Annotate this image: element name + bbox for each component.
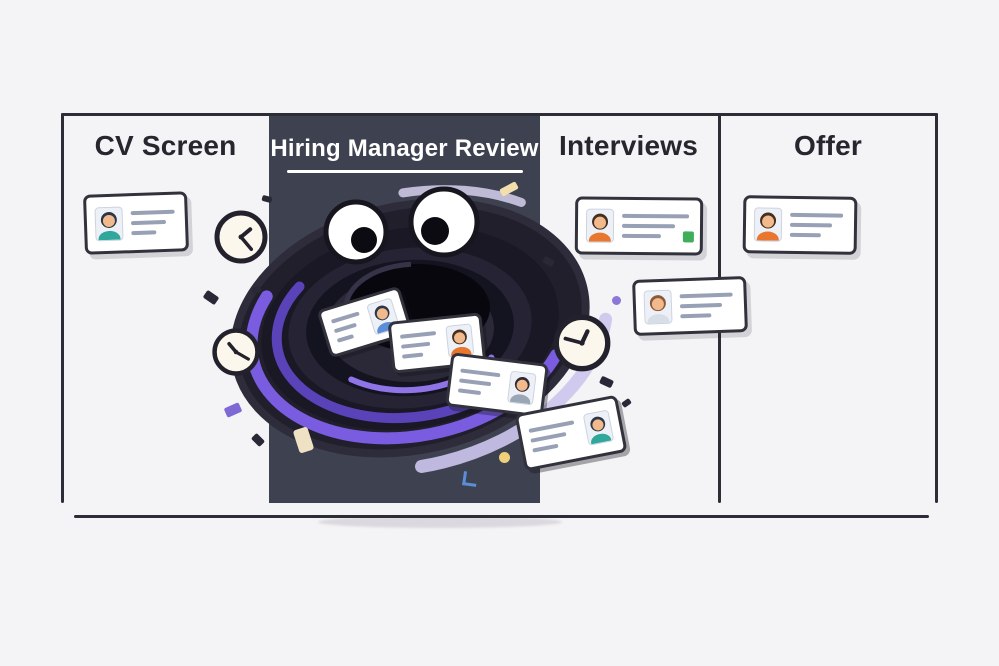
card-text-lines [679,292,737,319]
column-header-hiring-manager-review: Hiring Manager Review [270,135,539,162]
pupil-left [351,227,377,253]
swallowed-candidate-card [514,394,628,472]
avatar-icon [753,207,783,242]
board-top-line [61,113,938,116]
avatar-icon [643,289,673,325]
clock-icon [553,314,611,372]
card-text-lines [330,311,367,343]
card-text-lines [399,331,440,359]
confetti-piece [612,296,621,305]
candidate-card [742,195,858,255]
status-square-icon [682,231,694,243]
card-text-lines [789,212,846,238]
avatar-icon [94,206,124,242]
card-text-lines [130,209,178,236]
board-right-line [935,113,938,503]
board-left-line [61,113,64,503]
confetti-piece [499,452,510,463]
googly-eyes [323,186,480,265]
pupil-right [421,217,449,245]
header-underline [287,170,523,173]
card-text-lines [528,420,580,453]
card-text-lines [457,368,503,397]
vortex-shadow [318,516,562,528]
avatar-icon [585,208,615,243]
column-header-cv-screen: CV Screen [94,130,237,161]
clock-icon [212,328,260,376]
column-header-interviews: Interviews [559,130,698,161]
column-header-offer: Offer [794,130,862,161]
candidate-card [82,191,190,255]
candidate-card [632,276,748,336]
avatar-icon [506,370,537,406]
confetti-piece [462,471,478,487]
candidate-card [574,196,704,256]
board-bottom-line [74,515,929,518]
swallowed-candidate-card [445,352,549,418]
clock-icon [214,210,268,264]
avatar-icon [582,409,615,446]
